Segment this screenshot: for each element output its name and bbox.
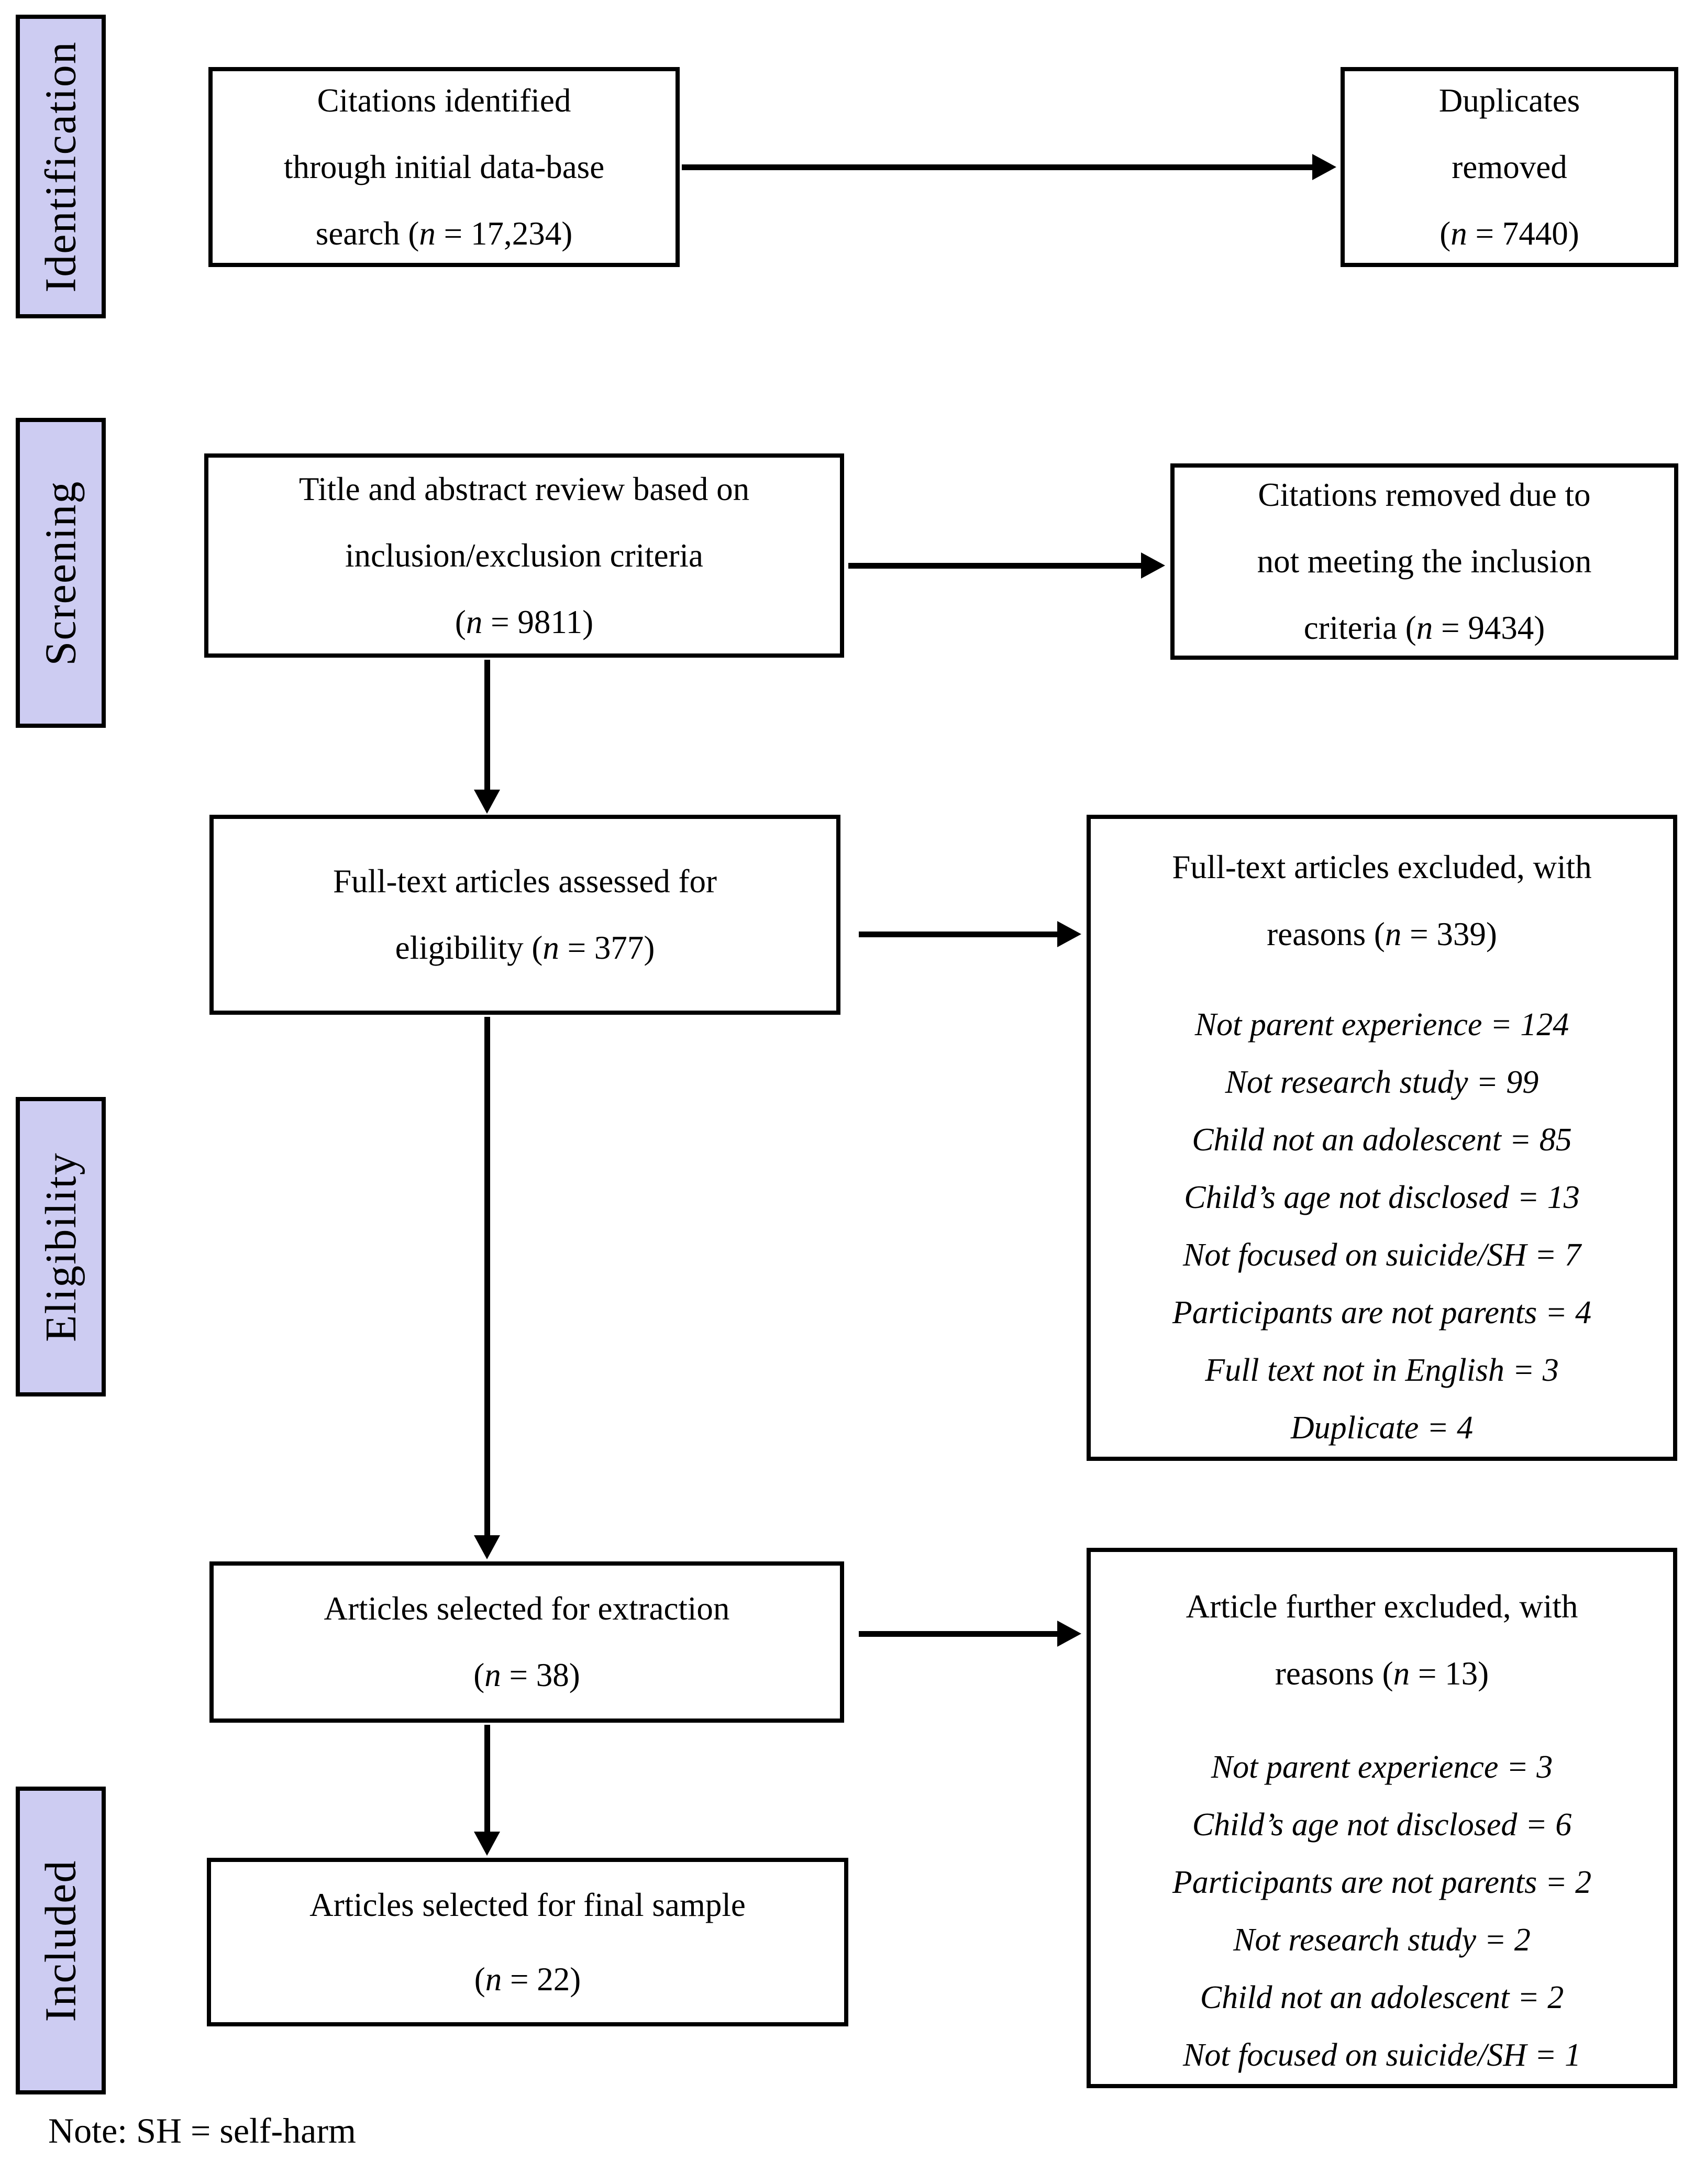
reason-line: Not research study = 2 — [1233, 1922, 1531, 1958]
arrow-shaft — [859, 1631, 1057, 1637]
stage-label-included-text: Included — [36, 1859, 85, 2022]
stage-label-included: Included — [16, 1787, 106, 2094]
box-articles-extraction: Articles selected for extraction(n = 38) — [209, 1561, 844, 1723]
arrow-shaft — [682, 164, 1314, 170]
arrow-head-icon — [1057, 1621, 1081, 1647]
stage-label-eligibility-text: Eligibility — [36, 1151, 85, 1342]
arrow-shaft — [484, 1725, 490, 1832]
arrow-head-icon — [1057, 921, 1081, 947]
arrow-head-icon — [474, 1832, 500, 1856]
arrow-head-icon — [474, 790, 500, 814]
stage-label-screening: Screening — [16, 418, 106, 728]
reason-line: Participants are not parents = 4 — [1172, 1295, 1592, 1331]
arrow-head-icon — [1141, 552, 1165, 579]
box-articles-extraction-text: Articles selected for extraction(n = 38) — [324, 1590, 730, 1693]
arrow-shaft — [859, 932, 1057, 937]
stage-label-screening-text: Screening — [36, 480, 85, 666]
reason-line: Not research study = 99 — [1225, 1065, 1539, 1100]
box-final-sample: Articles selected for final sample(n = 2… — [207, 1858, 848, 2026]
reason-line: Child’s age not disclosed = 13 — [1184, 1180, 1580, 1215]
spacer — [1091, 968, 1673, 996]
reason-line: Full text not in English = 3 — [1205, 1352, 1559, 1388]
box-final-sample-text: Articles selected for final sample(n = 2… — [309, 1887, 746, 1998]
stage-label-eligibility: Eligibility — [16, 1097, 106, 1396]
reason-line: Child not an adolescent = 85 — [1192, 1122, 1572, 1158]
note-text: Note: SH = self-harm — [48, 2111, 356, 2150]
reason-line: Duplicate = 4 — [1290, 1410, 1474, 1446]
arrow-head-icon — [1312, 154, 1336, 180]
reason-line: Not parent experience = 124 — [1194, 1007, 1569, 1043]
stage-label-identification: Identification — [16, 15, 106, 318]
reason-line: Not parent experience = 3 — [1211, 1749, 1553, 1785]
reason-line: Not focused on suicide/SH = 1 — [1183, 2037, 1581, 2073]
reason-line: Child’s age not disclosed = 6 — [1192, 1807, 1572, 1843]
reason-line: Child not an adolescent = 2 — [1200, 1980, 1564, 2015]
arrow-shaft — [484, 1017, 490, 1535]
reason-line: Participants are not parents = 2 — [1172, 1865, 1592, 1900]
arrow-shaft — [484, 660, 490, 790]
box-further-excluded-reasons: Not parent experience = 3 Child’s age not… — [1172, 1738, 1591, 2084]
reason-line: Not focused on suicide/SH = 7 — [1183, 1237, 1581, 1273]
arrow-head-icon — [474, 1535, 500, 1559]
spacer — [1091, 1707, 1673, 1738]
stage-label-identification-text: Identification — [36, 40, 85, 293]
arrow-shaft — [848, 563, 1141, 569]
